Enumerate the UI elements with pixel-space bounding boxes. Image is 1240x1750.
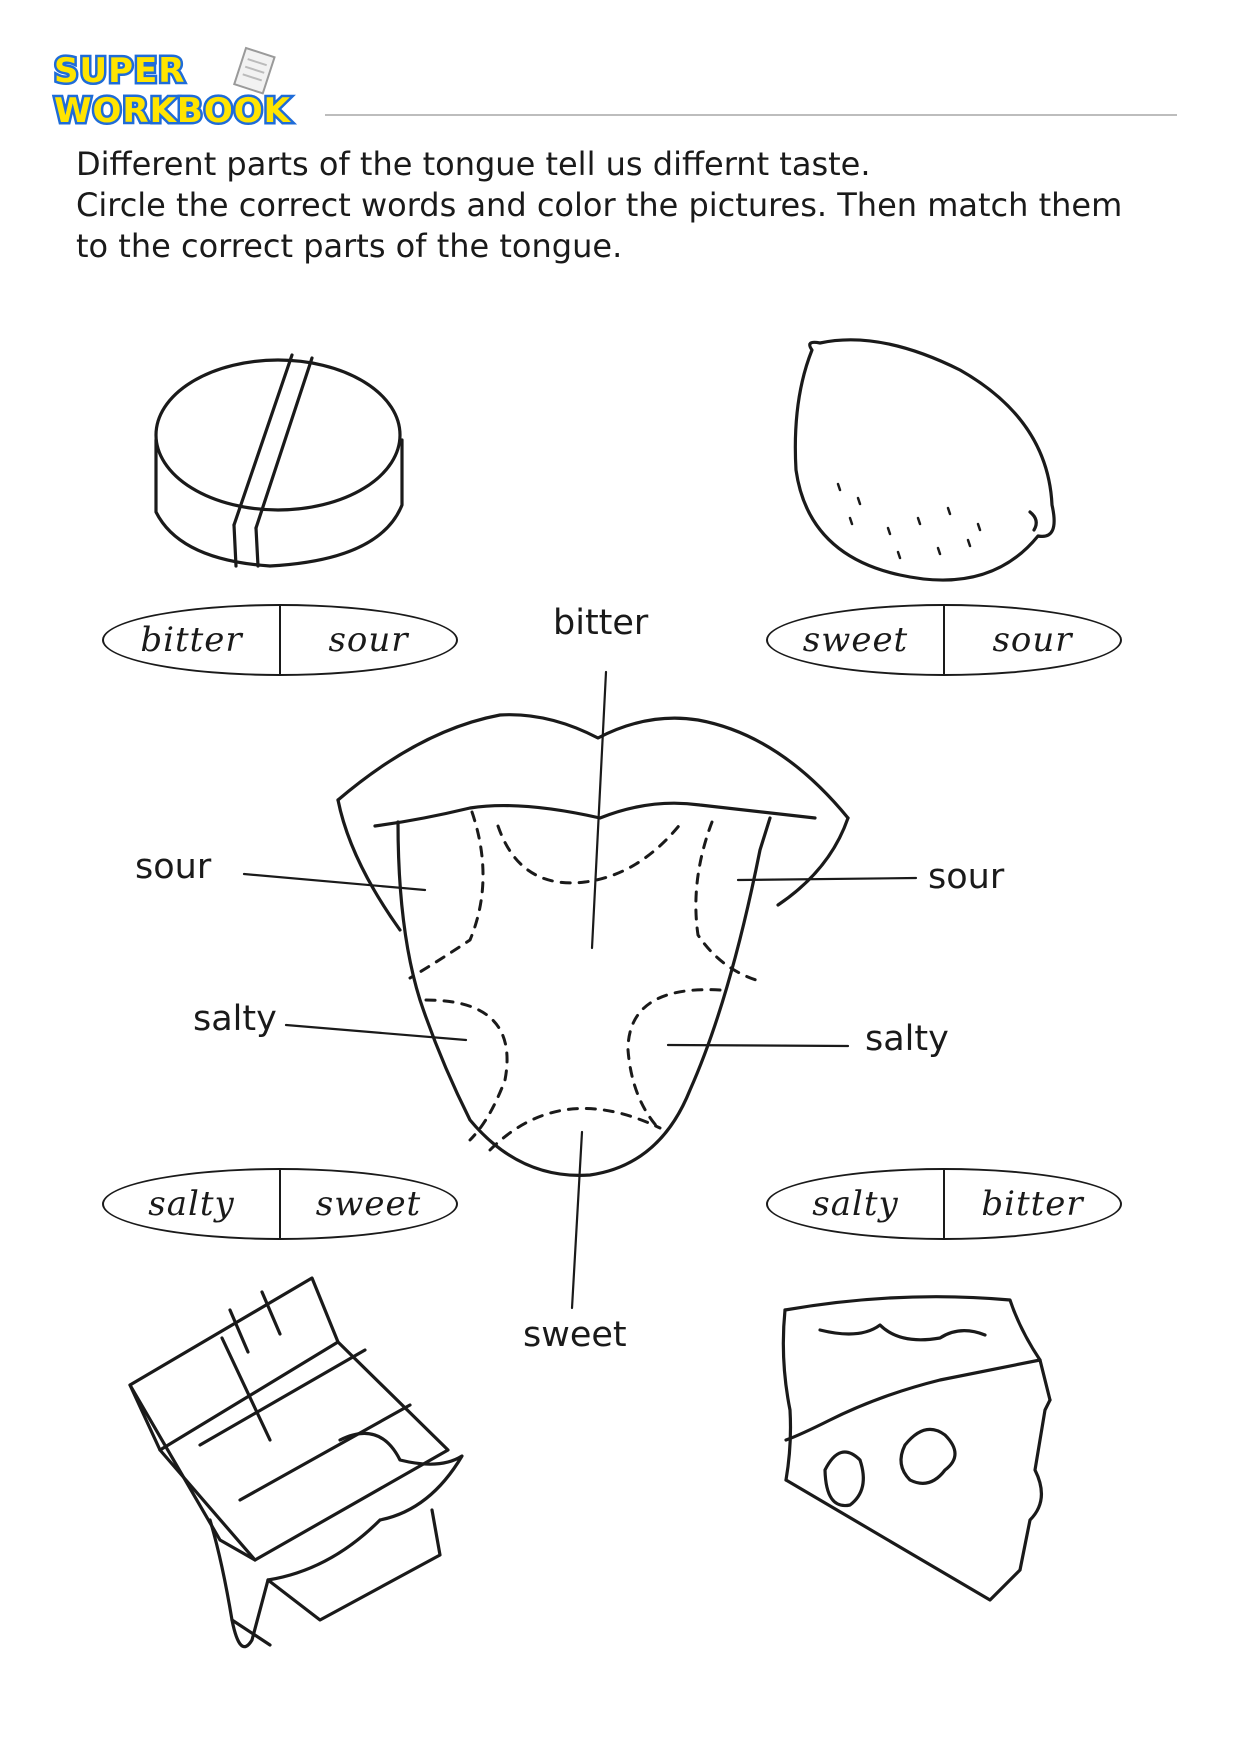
choice-pill-lemon[interactable]: sweet sour: [766, 604, 1122, 676]
instruction-line: to the correct parts of the tongue.: [76, 227, 623, 265]
logo-line-1: SUPER: [54, 51, 185, 91]
option-sweet[interactable]: sweet: [315, 1184, 422, 1224]
option-salty[interactable]: salty: [104, 1170, 281, 1238]
tongue-label-right-lower: salty: [865, 1019, 949, 1059]
leader-lines: [242, 670, 918, 1310]
tongue-diagram: [336, 713, 850, 1177]
option-sour[interactable]: sour: [328, 620, 409, 660]
chocolate-icon: [128, 1276, 464, 1649]
instruction-line: Different parts of the tongue tell us di…: [76, 145, 871, 183]
lemon-icon: [793, 338, 1056, 582]
option-salty[interactable]: salty: [768, 1170, 945, 1238]
tongue-label-left-upper: sour: [135, 847, 212, 887]
tongue-label-left-lower: salty: [193, 999, 277, 1039]
header-rule: [325, 114, 1177, 116]
tongue-label-right-upper: sour: [928, 857, 1005, 897]
option-bitter[interactable]: bitter: [981, 1184, 1084, 1224]
option-bitter[interactable]: bitter: [104, 606, 281, 674]
tongue-label-bottom: sweet: [523, 1315, 627, 1355]
option-sweet[interactable]: sweet: [768, 606, 945, 674]
super-workbook-logo: SUPER WORKBOOK: [50, 42, 340, 132]
notepad-icon: [232, 46, 276, 95]
tongue-label-top: bitter: [553, 603, 649, 643]
choice-pill-pill[interactable]: bitter sour: [102, 604, 458, 676]
instructions: Different parts of the tongue tell us di…: [76, 144, 1196, 267]
choice-pill-cheese[interactable]: salty bitter: [766, 1168, 1122, 1240]
option-sour[interactable]: sour: [992, 620, 1073, 660]
choice-pill-chocolate[interactable]: salty sweet: [102, 1168, 458, 1240]
instruction-line: Circle the correct words and color the p…: [76, 186, 1123, 224]
pill-icon: [154, 353, 404, 568]
logo-line-2: WORKBOOK: [54, 91, 292, 131]
cheese-icon: [781, 1295, 1052, 1602]
